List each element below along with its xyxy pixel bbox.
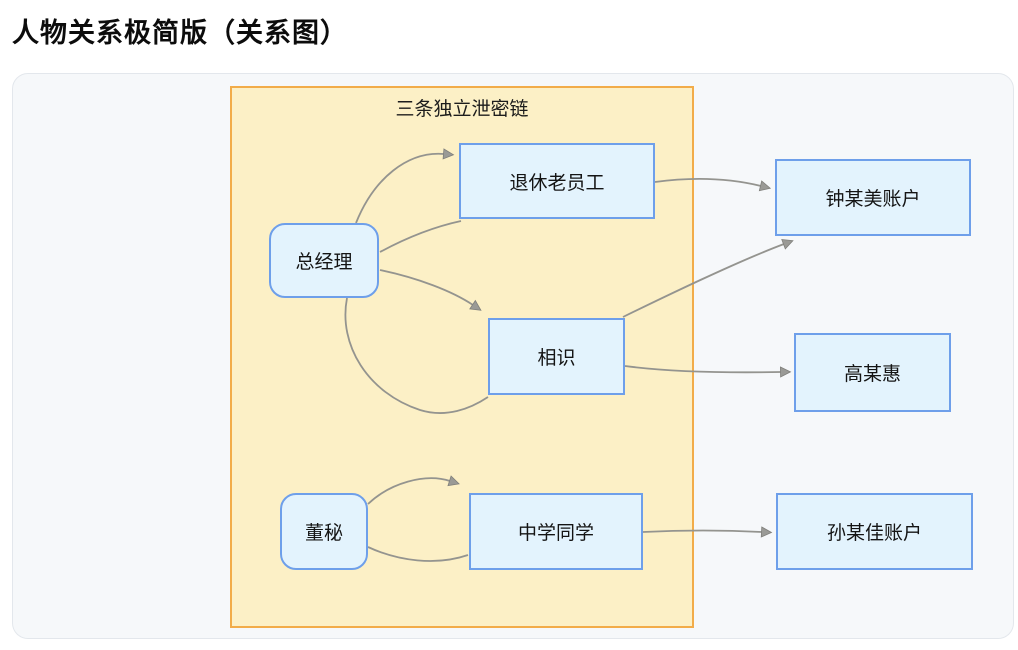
page-title: 人物关系极简版（关系图） — [12, 18, 348, 48]
node-classmate-label: 中学同学 — [517, 523, 594, 544]
node-zhong-account: 钟某美账户 — [775, 159, 971, 236]
node-acquaintance-label: 相识 — [537, 348, 576, 369]
node-general-manager: 总经理 — [269, 223, 379, 298]
node-sun-account-label: 孙某佳账户 — [826, 523, 922, 544]
node-general-manager-label: 总经理 — [295, 252, 353, 273]
node-board-secretary-label: 董秘 — [304, 523, 343, 544]
node-retired-employee: 退休老员工 — [459, 143, 655, 219]
node-board-secretary: 董秘 — [280, 493, 368, 570]
node-retired-employee-label: 退休老员工 — [509, 172, 605, 194]
node-sun-account: 孙某佳账户 — [776, 493, 973, 570]
node-gao-label: 高某惠 — [843, 364, 901, 385]
node-acquaintance: 相识 — [488, 318, 625, 395]
node-classmate: 中学同学 — [469, 493, 643, 570]
node-zhong-account-label: 钟某美账户 — [825, 189, 921, 210]
node-gao: 高某惠 — [794, 333, 951, 412]
group-leak-chains-label: 三条独立泄密链 — [395, 99, 529, 120]
